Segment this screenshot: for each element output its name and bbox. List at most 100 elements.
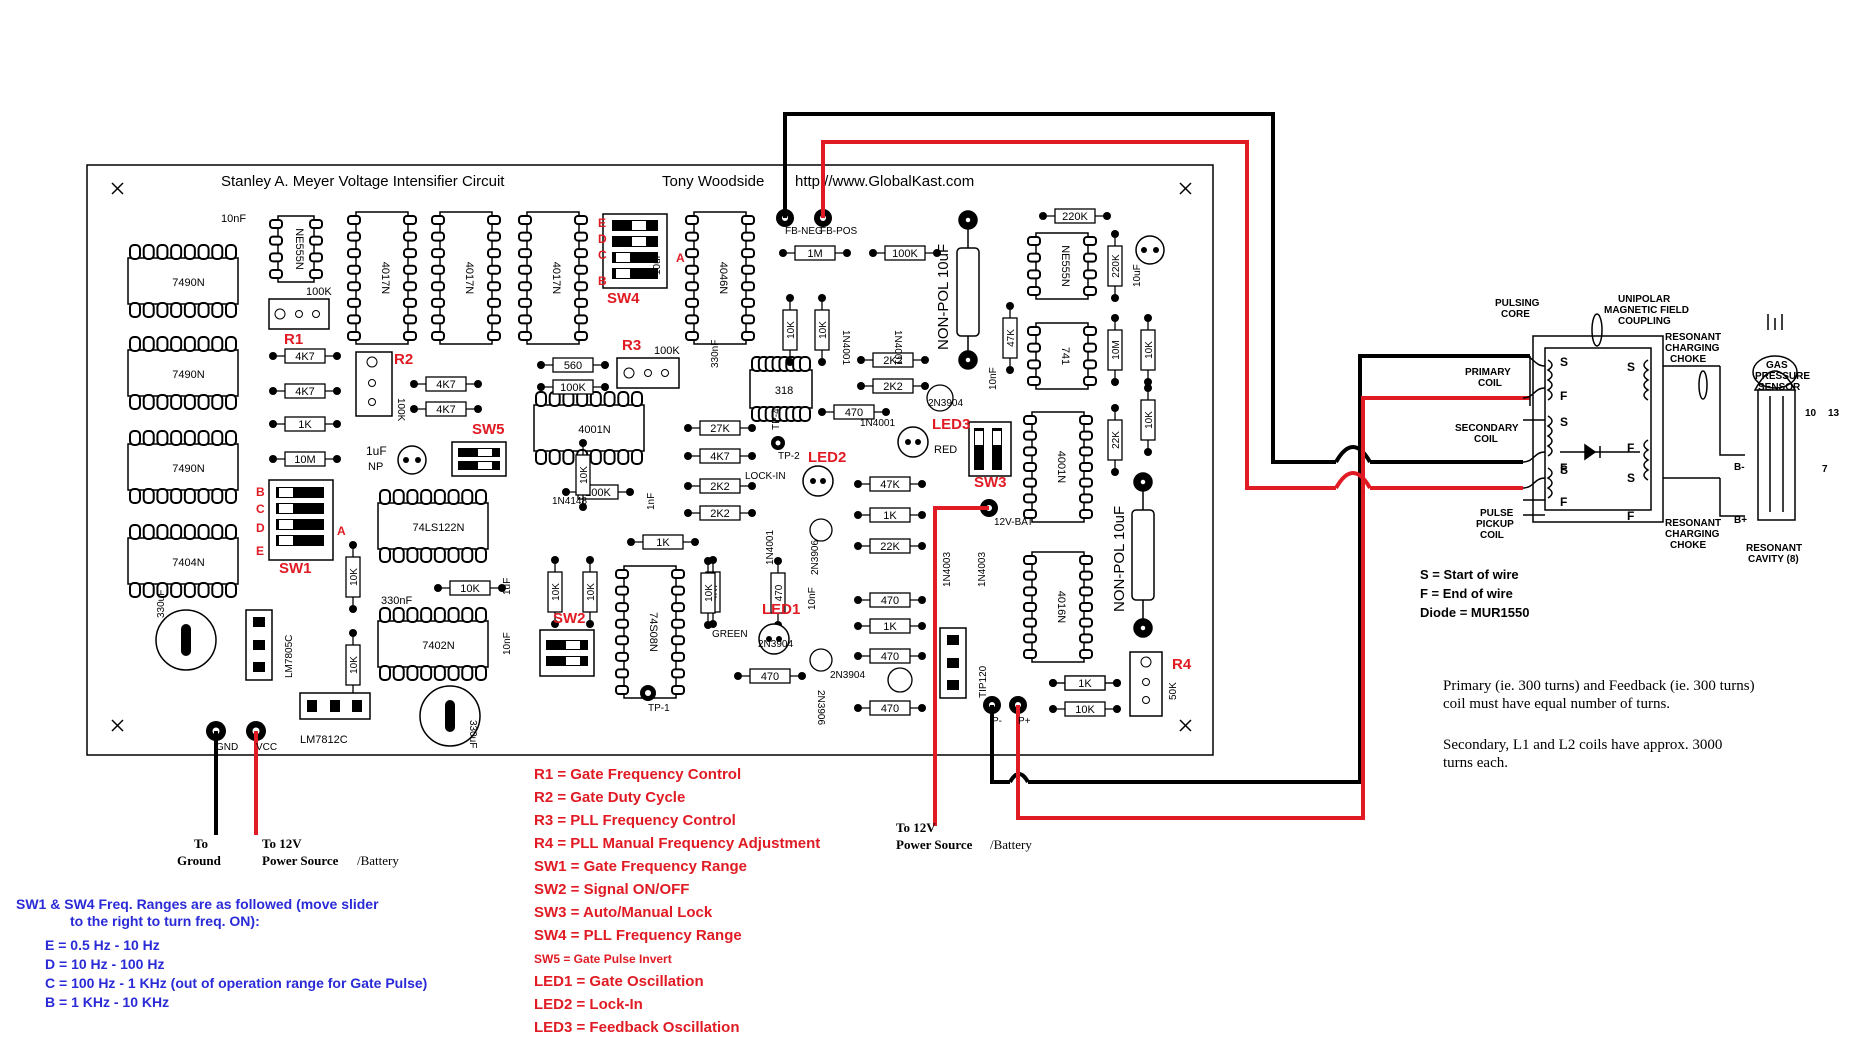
resistor: 10K (345, 541, 361, 613)
resistor: 10K (814, 294, 830, 366)
legend-line: SW4 = PLL Frequency Range (534, 927, 742, 944)
label: 1uF (502, 578, 513, 595)
sw4-letter: A (676, 251, 685, 265)
resistor: 10K (547, 556, 563, 628)
legend-line: LED2 = Lock-In (534, 996, 643, 1013)
sw3-switch (968, 421, 1012, 477)
ic-label: NE555N (1059, 245, 1071, 287)
label: 330uF (467, 720, 478, 748)
resistor: 22K (854, 538, 926, 554)
r4-potentiometer (1129, 651, 1163, 717)
svg-text:4K7: 4K7 (710, 451, 730, 463)
terminal-pads (206, 209, 1027, 741)
label: NON-POL 10uF (1111, 506, 1128, 612)
label: FB-NEG (785, 226, 823, 237)
label: NP (368, 461, 383, 473)
resistor: 1K (269, 416, 341, 432)
resistor: 470 (854, 700, 926, 716)
mounting-holes (111, 182, 1192, 732)
resistor: 1K (1049, 675, 1121, 691)
label: RED (934, 444, 957, 456)
led3-label: LED3 (932, 416, 970, 433)
label: TIP120 (978, 665, 989, 698)
label: 12V-BAT (994, 517, 1033, 528)
svg-text:470: 470 (881, 595, 899, 607)
svg-text:2K2: 2K2 (710, 508, 730, 520)
svg-text:10M: 10M (294, 454, 315, 466)
reg-lm7812c (299, 692, 371, 720)
resistor: 470 (734, 668, 806, 684)
resistor: 1K (627, 534, 699, 550)
svg-text:10K: 10K (579, 466, 590, 484)
sw1-label: SW1 (279, 560, 312, 577)
svg-text:10K: 10K (786, 321, 797, 339)
ic-label: 7490N (172, 277, 204, 289)
svg-text:100K: 100K (560, 382, 586, 394)
ic-label: NE555N (293, 228, 305, 270)
freq-range: D = 10 Hz - 100 Hz (45, 956, 164, 972)
label: GREEN (712, 629, 748, 640)
vic-label: GAS (1766, 360, 1788, 371)
r2-potentiometer (355, 351, 393, 417)
svg-text:10K: 10K (1144, 341, 1155, 359)
label: 10nF (988, 367, 999, 390)
np-capacitor-1 (956, 210, 980, 370)
coil-end-label: S (1560, 463, 1568, 477)
svg-text:220K: 220K (1111, 254, 1122, 278)
label: 10uF (652, 252, 663, 275)
sw1-letter: A (337, 524, 346, 538)
label: 2N3904 (830, 670, 865, 681)
resistor: 2K2 (684, 505, 756, 521)
resistor: 10K (434, 580, 506, 596)
svg-text:1K: 1K (1078, 678, 1092, 690)
label: 10nF (502, 632, 513, 655)
label: 2N3904 (928, 398, 963, 409)
turns-note: turns each. (1443, 755, 1508, 771)
coil-end-label: F (1560, 461, 1567, 475)
ic-ne555n-1: NE555N (269, 215, 323, 283)
svg-text:470: 470 (881, 703, 899, 715)
r3-potentiometer (616, 357, 680, 389)
ic-7404n: 7404N (127, 524, 239, 598)
ic-label: 4001N (1055, 451, 1067, 483)
resistor: 2K2 (857, 352, 929, 368)
coil-end-label: S (1627, 471, 1635, 485)
cap-10uf (1135, 235, 1165, 265)
ic-74ls122n: 74LS122N (377, 489, 489, 563)
svg-text:10K: 10K (460, 583, 480, 595)
svg-text:470: 470 (774, 584, 785, 601)
resistor: 220K (1039, 208, 1111, 224)
svg-text:22K: 22K (880, 541, 900, 553)
r1-label: R1 (284, 331, 303, 348)
label: 1N4001 (765, 530, 776, 565)
ic-label: 74S08N (647, 612, 659, 652)
board-author: Tony Woodside (662, 173, 764, 190)
coil-end-label: S (1560, 355, 1568, 369)
sw1-dip-switch (268, 479, 334, 561)
label: 10uF (1132, 264, 1143, 287)
battery-label-b: /Battery (990, 837, 1032, 852)
sw4-letter: E (598, 216, 606, 230)
label: TP-2 (778, 451, 800, 462)
label: P+ (1018, 716, 1031, 727)
legend-line: R4 = PLL Manual Frequency Adjustment (534, 835, 820, 852)
red-wires (254, 140, 1530, 835)
ic-74s08n: 74S08N (615, 565, 685, 699)
led1-label: LED1 (762, 601, 800, 618)
resistor: 10K (1140, 384, 1156, 456)
resistor: 470 (770, 557, 786, 629)
sw2-label: SW2 (553, 610, 586, 627)
sw4-letter: D (598, 232, 607, 246)
sw5-label: SW5 (472, 421, 505, 438)
legend-line: SW1 = Gate Frequency Range (534, 858, 747, 875)
resistor: 27K (684, 420, 756, 436)
resistor: 470 (854, 648, 926, 664)
ic-label: 4017N (550, 262, 562, 294)
label: 330nF (710, 340, 721, 368)
label: 330uF (156, 590, 167, 618)
ic-7490n-1: 7490N (127, 244, 239, 318)
wire-note: Diode = MUR1550 (1420, 605, 1529, 620)
resistor: 1K (854, 507, 926, 523)
resistor: 10K (575, 439, 591, 511)
